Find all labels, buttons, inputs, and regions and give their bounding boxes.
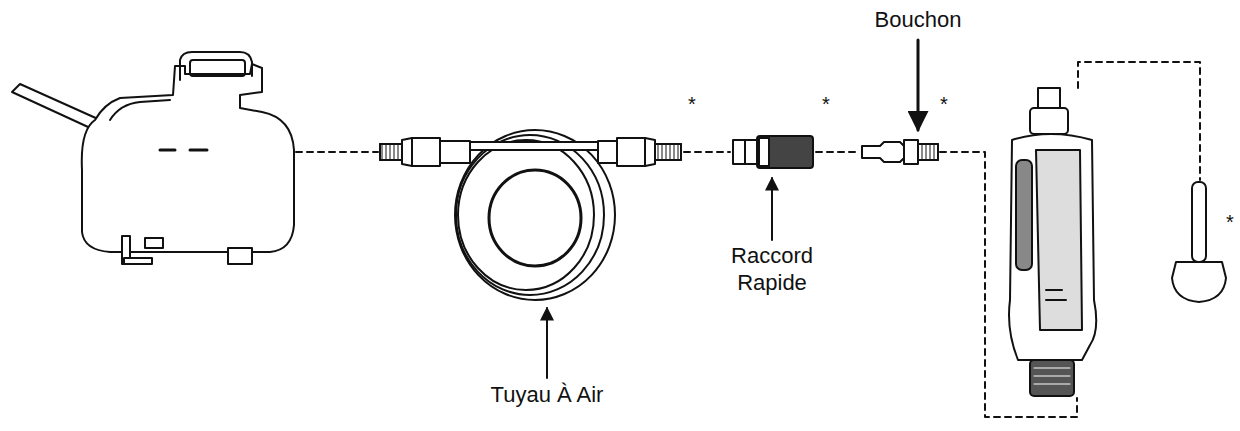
asterisk-mark: * [1226, 212, 1234, 232]
air-hose [380, 130, 681, 300]
compressor [12, 52, 294, 264]
leader-arrow [547, 40, 918, 378]
part-label: Tuyau À Air [491, 381, 604, 408]
part-label: Bouchon [875, 6, 962, 33]
asterisk-mark: * [940, 94, 948, 114]
asterisk-mark: * [688, 94, 696, 114]
air-line [296, 62, 1200, 417]
quick-coupler [733, 136, 813, 168]
asterisk-mark: * [822, 94, 830, 114]
plug [862, 140, 938, 164]
accessory [1172, 182, 1226, 302]
part-label: Raccord Rapide [713, 242, 831, 296]
die-grinder [1009, 88, 1096, 396]
